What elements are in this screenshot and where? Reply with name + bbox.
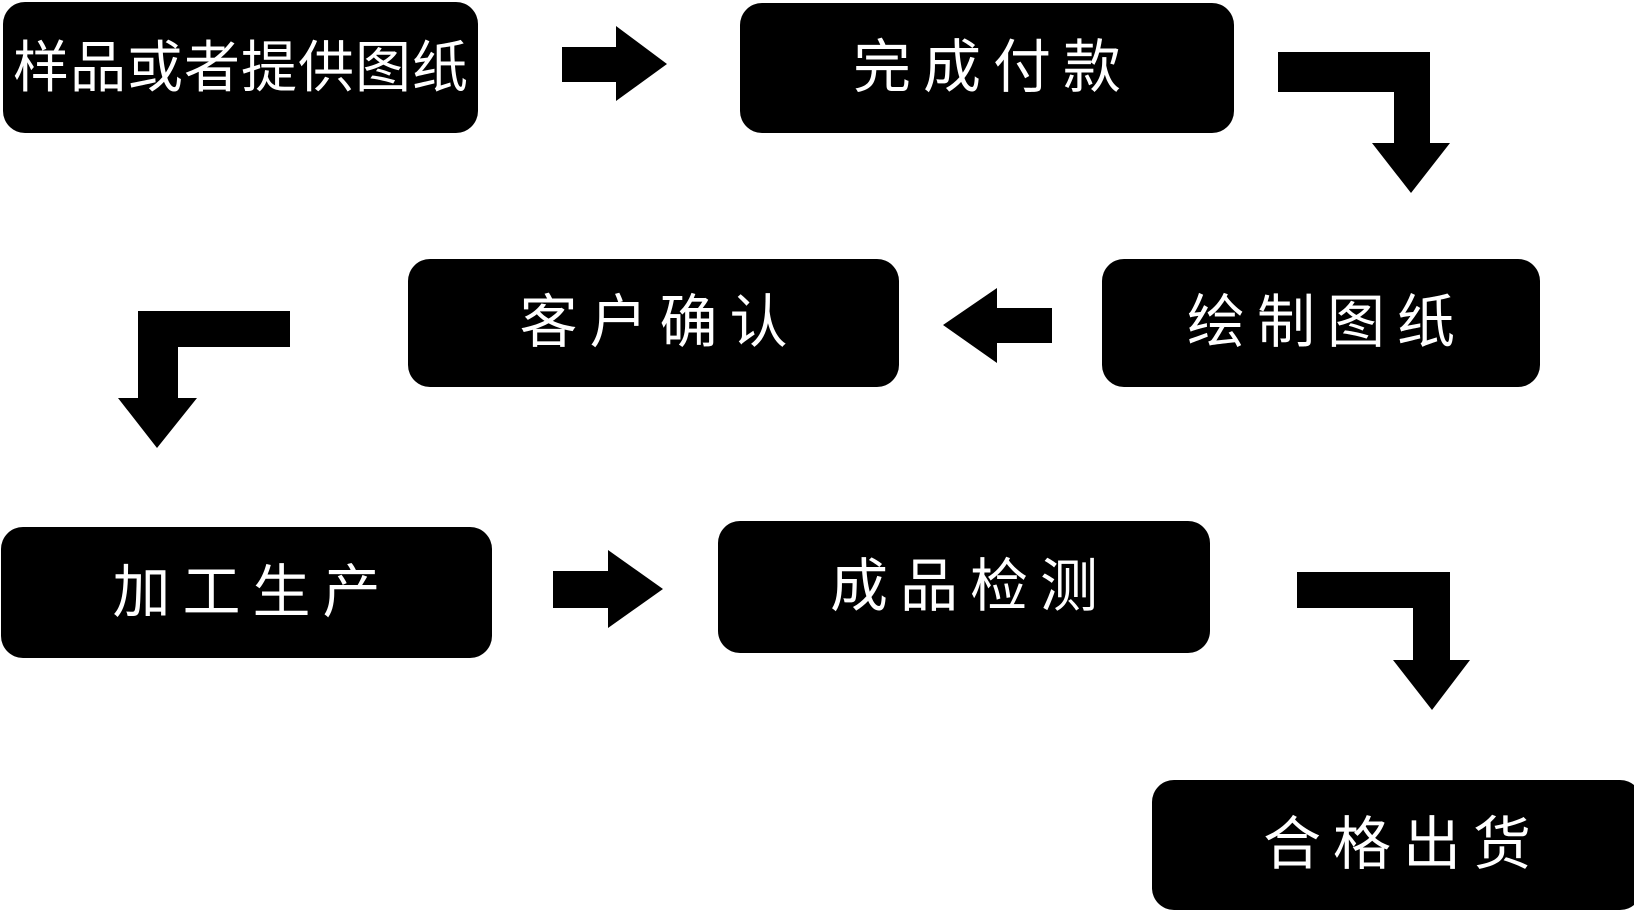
elbow-down-arrow-icon [118,311,290,448]
flow-step-processing-production: 加工生产 [1,527,492,658]
flow-step-customer-confirmation: 客户确认 [408,259,899,387]
flow-step-qualified-shipment: 合格出货 [1152,780,1634,910]
flow-step-sample-or-drawing: 样品或者提供图纸 [3,2,478,133]
arrow-right-icon [553,550,663,628]
flow-step-draft-drawing: 绘制图纸 [1102,259,1540,387]
arrow-right-icon [562,26,667,101]
elbow-down-arrow-icon [1297,572,1470,710]
flow-step-complete-payment: 完成付款 [740,3,1234,133]
arrow-left-icon [943,288,1052,363]
elbow-down-arrow-icon [1278,52,1450,193]
flow-step-finished-product-inspection: 成品检测 [718,521,1210,653]
